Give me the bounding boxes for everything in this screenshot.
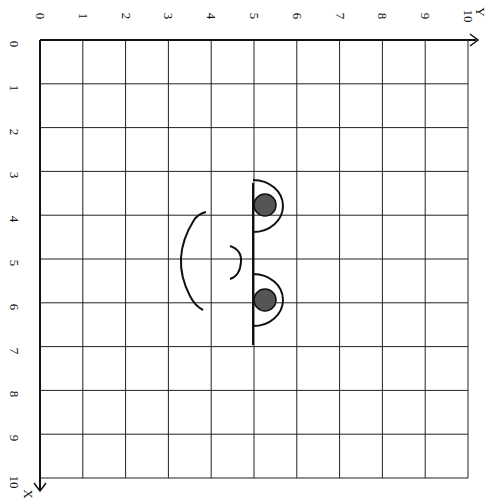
grid-line xyxy=(296,40,297,478)
eye-pupil xyxy=(254,289,276,311)
axis-number: 8 xyxy=(8,391,21,398)
axis-number: 0 xyxy=(8,41,21,48)
grid-lines xyxy=(40,40,468,478)
eye-outline xyxy=(253,180,283,232)
axis-number: 10 xyxy=(8,476,21,489)
axis-number: X xyxy=(22,489,35,498)
eye-pupil xyxy=(254,194,276,216)
axis-number: 6 xyxy=(290,13,303,20)
eye-outline xyxy=(253,274,283,326)
axis-number: 7 xyxy=(333,13,346,20)
axis-number: 2 xyxy=(8,128,21,135)
axis-arrow xyxy=(34,483,46,491)
axis-number: 0 xyxy=(34,13,47,20)
axis-number: 3 xyxy=(162,13,175,20)
axis-number: 4 xyxy=(8,216,21,223)
grid-line xyxy=(40,346,468,347)
axis-number: 1 xyxy=(8,85,21,92)
axis-number: 9 xyxy=(419,13,432,20)
axis-number: 3 xyxy=(8,172,21,179)
grid-line xyxy=(468,40,469,478)
axis-number: Y xyxy=(474,7,487,16)
axis-number: 5 xyxy=(248,13,261,20)
x-axis xyxy=(39,40,41,490)
axis-number: 8 xyxy=(376,13,389,20)
axis-number: 4 xyxy=(205,13,218,20)
grid-line xyxy=(382,40,383,478)
axis-number: 1 xyxy=(76,13,89,20)
grid-line xyxy=(339,40,340,478)
axis-number: 6 xyxy=(8,304,21,311)
axis-arrow xyxy=(470,34,478,46)
axis-number: 5 xyxy=(8,260,21,267)
y-axis xyxy=(40,39,476,41)
grid-line xyxy=(40,478,468,479)
axis-number: 9 xyxy=(8,435,21,442)
nose xyxy=(230,246,241,279)
grid-line xyxy=(40,434,468,435)
grid-line xyxy=(425,40,426,478)
grid-line xyxy=(40,390,468,391)
axis-number: 2 xyxy=(119,13,132,20)
mouth xyxy=(181,212,206,310)
axis-number: 7 xyxy=(8,347,21,354)
